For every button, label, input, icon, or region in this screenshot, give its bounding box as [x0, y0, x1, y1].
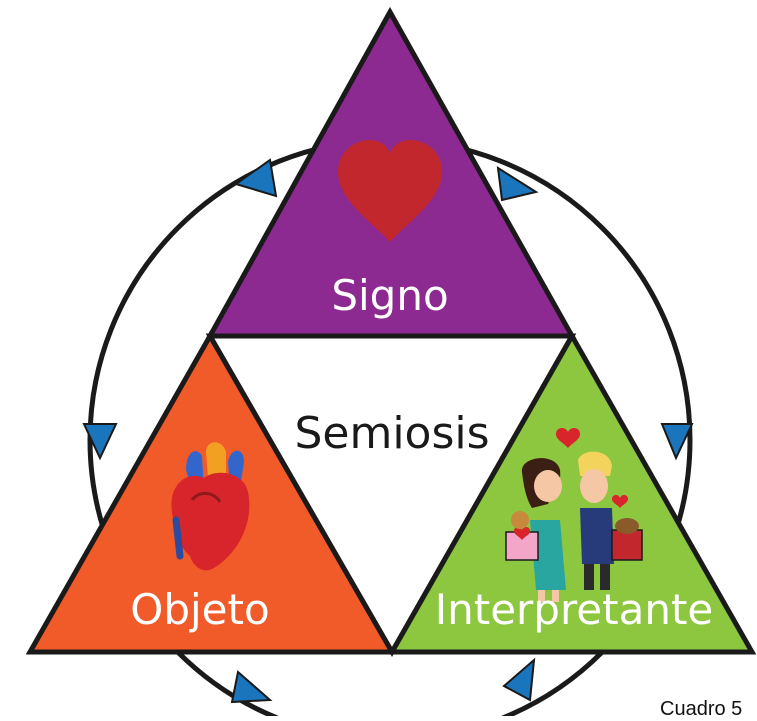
arrow-top-right-icon	[496, 166, 539, 202]
arrow-right-icon	[660, 423, 694, 461]
arrow-left-icon	[82, 423, 118, 461]
figure-caption: Cuadro 5	[660, 698, 743, 720]
arrow-bottom-left-icon	[230, 670, 273, 704]
sign-label: Signo	[331, 271, 448, 320]
arrow-bottom-right-icon	[502, 657, 536, 702]
interpretant-triangle	[387, 330, 757, 655]
center-label: Semiosis	[294, 408, 489, 459]
anatomical-heart-icon	[171, 442, 250, 571]
object-label: Objeto	[130, 585, 269, 634]
interpretant-label: Interpretante	[435, 585, 714, 634]
arrow-top-left-icon	[233, 158, 278, 198]
couple-with-gifts-icon	[505, 428, 643, 602]
heart-icon	[338, 140, 442, 242]
